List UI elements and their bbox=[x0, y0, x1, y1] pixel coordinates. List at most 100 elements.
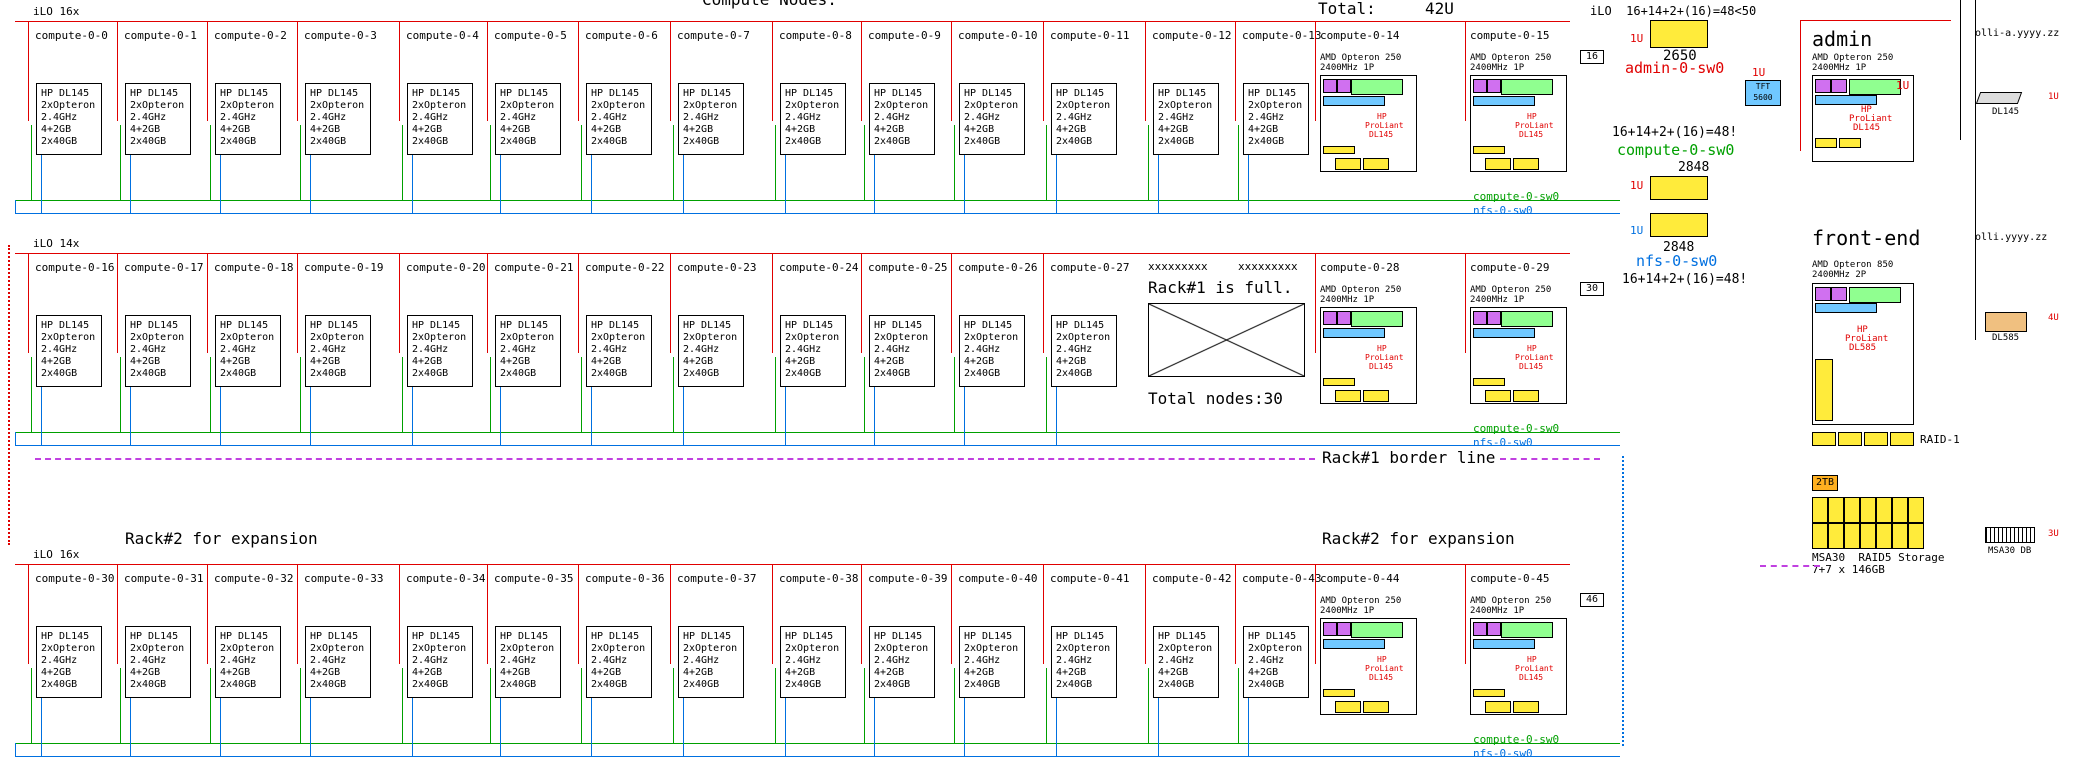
rack-badge: 46 bbox=[1580, 593, 1604, 607]
rack-badge: 30 bbox=[1580, 282, 1604, 296]
node-name: compute-0-31 bbox=[124, 572, 204, 585]
node-name: compute-0-33 bbox=[304, 572, 384, 585]
admin-spec-1: 2400MHz 1P bbox=[1812, 63, 1867, 73]
node-name: compute-0-10 bbox=[958, 29, 1038, 42]
node-name: compute-0-43 bbox=[1242, 572, 1322, 585]
server-board: HP ProLiant DL145 bbox=[1320, 307, 1417, 404]
placeholder-slot: xxxxxxxxx bbox=[1238, 260, 1298, 273]
admin-server-board: HP ProLiant DL145 bbox=[1812, 75, 1914, 162]
rack-border-line bbox=[35, 458, 1315, 460]
node-name: compute-0-27 bbox=[1050, 261, 1130, 274]
admin-switch-device bbox=[1650, 20, 1708, 48]
ilo-header: iLO 16+14+2+(16)=48<50 bbox=[1590, 4, 1757, 18]
node-name: compute-0-19 bbox=[304, 261, 384, 274]
admin-unit: 1U bbox=[1896, 79, 1910, 92]
node-name: compute-0-41 bbox=[1050, 572, 1130, 585]
tft-monitor: TFT 5600 bbox=[1745, 80, 1781, 106]
tft-unit: 1U bbox=[1752, 66, 1766, 79]
server-board: HP ProLiant DL145 bbox=[1320, 618, 1417, 715]
nfs-switch-device bbox=[1650, 213, 1708, 237]
server-board: HP ProLiant DL145 bbox=[1470, 307, 1567, 404]
node-name: compute-0-38 bbox=[779, 572, 859, 585]
node-name: compute-0-7 bbox=[677, 29, 750, 42]
admin-switch-unit: 1U bbox=[1630, 32, 1644, 45]
storage-title: MSA30 RAID5 Storage bbox=[1812, 551, 1945, 564]
node-name: compute-0-4 bbox=[406, 29, 479, 42]
frontend-hostname: olli.yyyy.zz bbox=[1975, 232, 2048, 243]
total-label: Total: bbox=[1318, 0, 1376, 18]
server-board: HP ProLiant DL145 bbox=[1320, 75, 1417, 172]
nfs-switch-model: 2848 bbox=[1663, 240, 1695, 255]
dl585-icon bbox=[1985, 312, 2027, 332]
node-name: compute-0-35 bbox=[494, 572, 574, 585]
node-name: compute-0-37 bbox=[677, 572, 757, 585]
rack-full-text: Rack#1 is full. bbox=[1148, 278, 1293, 297]
server-name: compute-0-45 bbox=[1470, 572, 1550, 585]
row-compute-switch: compute-0-sw0 bbox=[1473, 422, 1560, 435]
node-name: compute-0-5 bbox=[494, 29, 567, 42]
node-name: compute-0-26 bbox=[958, 261, 1038, 274]
node-name: compute-0-11 bbox=[1050, 29, 1130, 42]
compute-switch-device bbox=[1650, 176, 1708, 200]
rack-border-label: Rack#1 border line bbox=[1322, 448, 1496, 467]
total-nodes: Total nodes:30 bbox=[1148, 389, 1283, 408]
server-board: HP ProLiant DL145 bbox=[1470, 618, 1567, 715]
row-compute-switch: compute-0-sw0 bbox=[1473, 190, 1560, 203]
node-name: compute-0-30 bbox=[35, 572, 115, 585]
server-name: compute-0-14 bbox=[1320, 29, 1400, 42]
node-name: compute-0-24 bbox=[779, 261, 859, 274]
placeholder-slot: xxxxxxxxx bbox=[1148, 260, 1208, 273]
row-compute-switch: compute-0-sw0 bbox=[1473, 733, 1560, 746]
storage-subtitle: 7+7 x 146GB bbox=[1812, 563, 1885, 576]
server-name: compute-0-28 bbox=[1320, 261, 1400, 274]
frontend-model: DL585 bbox=[1992, 333, 2020, 343]
node-name: compute-0-18 bbox=[214, 261, 294, 274]
node-name: compute-0-3 bbox=[304, 29, 377, 42]
node-name: compute-0-0 bbox=[35, 29, 108, 42]
frontend-server-board: HP ProLiant DL585 bbox=[1812, 283, 1914, 425]
row-nfs-switch: nfs-0-sw0 bbox=[1473, 204, 1533, 217]
nfs-switch-formula: 16+14+2+(16)=48! bbox=[1622, 272, 1748, 287]
node-name: compute-0-34 bbox=[406, 572, 486, 585]
admin-spec-0: AMD Opteron 250 bbox=[1812, 53, 1894, 63]
frontend-title: front-end bbox=[1812, 226, 1921, 250]
admin-title: admin bbox=[1812, 27, 1873, 51]
node-name: compute-0-42 bbox=[1152, 572, 1232, 585]
node-name: compute-0-22 bbox=[585, 261, 665, 274]
admin-switch-name: admin-0-sw0 bbox=[1625, 59, 1725, 77]
server-name: compute-0-44 bbox=[1320, 572, 1400, 585]
admin-switch-model: 2650 bbox=[1663, 48, 1697, 64]
node-name: compute-0-36 bbox=[585, 572, 665, 585]
